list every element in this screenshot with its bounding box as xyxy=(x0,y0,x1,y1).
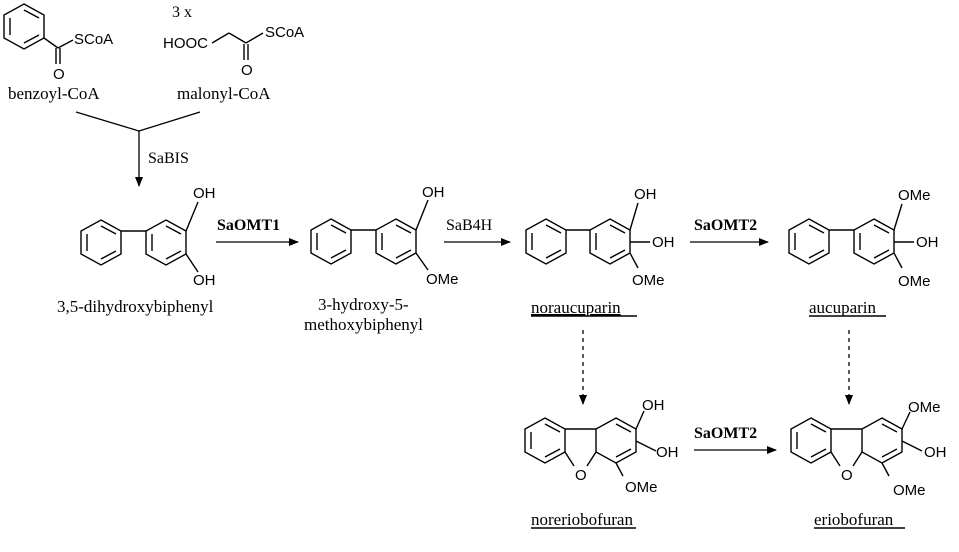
oh-label: OH xyxy=(916,234,939,251)
aucuparin-name: aucuparin xyxy=(809,298,877,317)
oh-label: OH xyxy=(924,444,947,461)
saomt2-bottom-label: SaOMT2 xyxy=(694,425,757,442)
ome-label: OMe xyxy=(625,479,658,496)
sab4h-label: SaB4H xyxy=(446,217,493,234)
sabis-label: SaBIS xyxy=(148,150,189,167)
saomt2-top-label: SaOMT2 xyxy=(694,217,757,234)
noraucuparin-name: noraucuparin xyxy=(531,298,621,317)
furan-o-label: O xyxy=(841,467,853,484)
oh-bottom-label: OH xyxy=(193,272,216,289)
sabis-arrow xyxy=(75,111,201,187)
carbonyl-o-label-2: O xyxy=(241,62,253,79)
oh-label: OH xyxy=(422,184,445,201)
ome-1-label: OMe xyxy=(908,399,941,416)
ome-1-label: OMe xyxy=(898,187,931,204)
dihydroxybiphenyl-name: 3,5-dihydroxybiphenyl xyxy=(57,297,214,316)
hooc-label: HOOC xyxy=(163,35,208,52)
oh-top-label: OH xyxy=(193,185,216,202)
benzoyl-coa-name: benzoyl-CoA xyxy=(8,84,100,103)
carbonyl-o-label: O xyxy=(53,66,65,83)
malonyl-coa-name: malonyl-CoA xyxy=(177,84,271,103)
ome-2-label: OMe xyxy=(898,273,931,290)
dihydroxybiphenyl-structure: OH OH xyxy=(80,185,216,289)
ome-2-label: OMe xyxy=(893,482,926,499)
malonyl-coa-structure: HOOC SCoA O xyxy=(163,24,304,79)
ome-label: OMe xyxy=(632,272,665,289)
aucuparin-structure: OMe OH OMe xyxy=(788,187,939,290)
saomt1-label: SaOMT1 xyxy=(217,217,280,234)
malonyl-multiplier: 3 x xyxy=(172,4,192,21)
ome-label: OMe xyxy=(426,271,459,288)
oh-1-label: OH xyxy=(642,397,665,414)
eriobofuran-name: eriobofuran xyxy=(814,510,894,529)
scoa-label: SCoA xyxy=(74,31,113,48)
oh-2-label: OH xyxy=(656,444,679,461)
hydroxymethoxybiphenyl-name-line1: 3-hydroxy-5- xyxy=(318,295,409,314)
oh-2-label: OH xyxy=(652,234,675,251)
noreriobofuran-structure: O OH OH OMe xyxy=(524,397,679,496)
benzoyl-coa-structure: SCoA O xyxy=(3,3,113,83)
scoa-label-2: SCoA xyxy=(265,24,304,41)
oh-1-label: OH xyxy=(634,186,657,203)
noreriobofuran-name: noreriobofuran xyxy=(531,510,633,529)
furan-o-label: O xyxy=(575,467,587,484)
hydroxymethoxybiphenyl-name-line2: methoxybiphenyl xyxy=(304,315,423,334)
eriobofuran-structure: O OMe OH OMe xyxy=(790,399,947,499)
noraucuparin-structure: OH OH OMe xyxy=(525,186,675,289)
hydroxymethoxybiphenyl-structure: OH OMe xyxy=(310,184,459,288)
